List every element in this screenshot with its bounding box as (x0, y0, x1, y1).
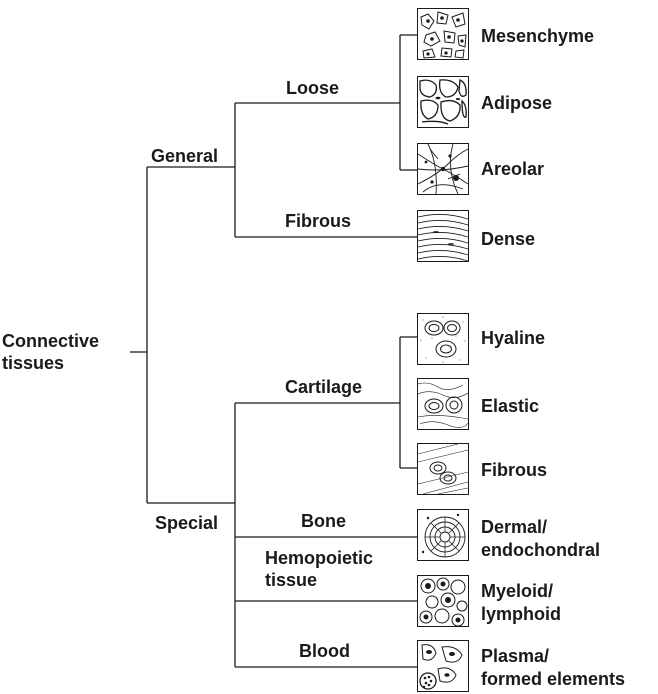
leaf-areolar-label: Areolar (481, 158, 544, 180)
leaf-elastic-label: Elastic (481, 395, 539, 417)
areolar-illustration (417, 143, 469, 195)
leaf-dermal-label-line1: Dermal/ (481, 516, 547, 538)
leaf-dense-label: Dense (481, 228, 535, 250)
sub-blood-label: Blood (299, 640, 350, 662)
branch-general-label: General (151, 145, 218, 167)
root-label-line2: tissues (2, 352, 64, 374)
sub-hemopoietic-label-line2: tissue (265, 569, 317, 591)
dense-illustration (417, 210, 469, 262)
fibrocartilage-illustration (417, 443, 469, 495)
leaf-hyaline-label: Hyaline (481, 327, 545, 349)
leaf-dermal-label-line2: endochondral (481, 539, 600, 561)
elastic-cartilage-illustration (417, 378, 469, 430)
bone-illustration (417, 509, 469, 561)
hyaline-illustration (417, 313, 469, 365)
root-label-line1: Connective (2, 330, 99, 352)
leaf-myeloid-label-line1: Myeloid/ (481, 580, 553, 602)
adipose-illustration (417, 76, 469, 128)
leaf-fibrous-cartilage-label: Fibrous (481, 459, 547, 481)
leaf-adipose-label: Adipose (481, 92, 552, 114)
blood-illustration (417, 640, 469, 692)
hemopoietic-illustration (417, 575, 469, 627)
leaf-plasma-label-line2: formed elements (481, 668, 625, 690)
sub-bone-label: Bone (301, 510, 346, 532)
leaf-mesenchyme-label: Mesenchyme (481, 25, 594, 47)
branch-special-label: Special (155, 512, 218, 534)
leaf-myeloid-label-line2: lymphoid (481, 603, 561, 625)
leaf-plasma-label-line1: Plasma/ (481, 645, 549, 667)
mesenchyme-illustration (417, 8, 469, 60)
sub-hemopoietic-label-line1: Hemopoietic (265, 547, 373, 569)
sub-loose-label: Loose (286, 77, 339, 99)
sub-fibrous-label: Fibrous (285, 210, 351, 232)
sub-cartilage-label: Cartilage (285, 376, 362, 398)
